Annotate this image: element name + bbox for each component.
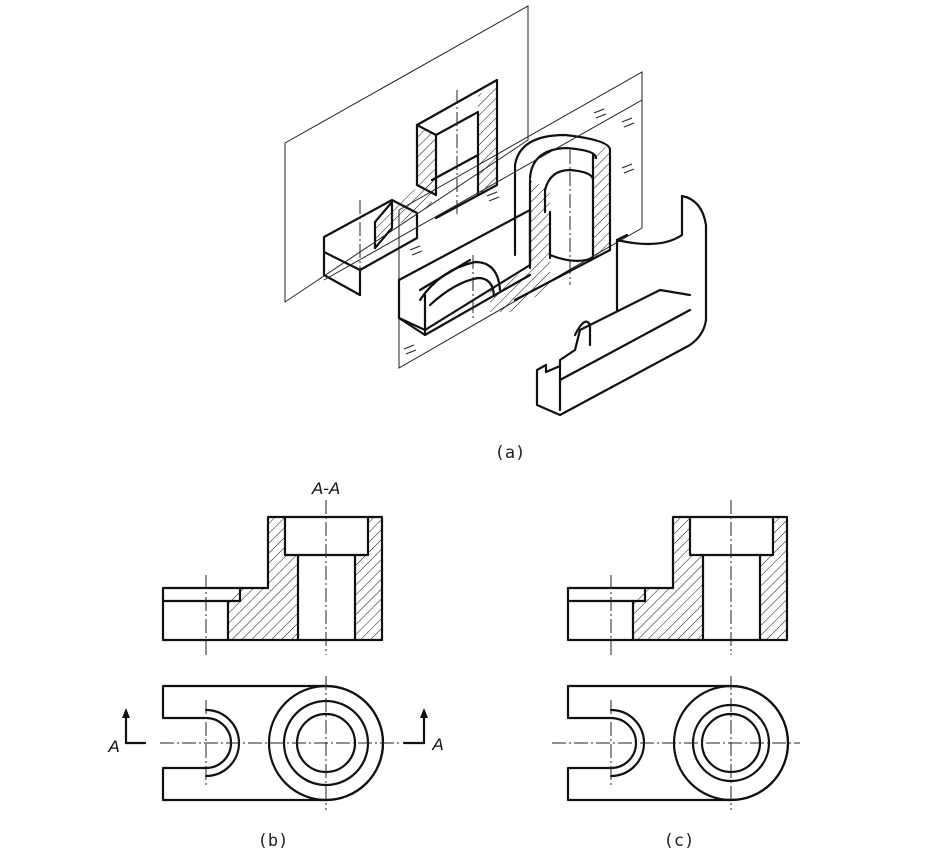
cut-label-right: A (431, 735, 443, 754)
cut-label-left: A (107, 737, 119, 756)
pictorial-centerlines (323, 90, 643, 320)
caption-c: (c) (664, 831, 695, 851)
plane-marks (403, 108, 635, 355)
top-view-c (552, 676, 800, 810)
cutting-plane-back (284, 5, 529, 303)
section-face-4 (490, 258, 550, 312)
pictorial-view-a: (a) (284, 5, 708, 463)
section-view-b (161, 500, 384, 655)
caption-b: (b) (258, 831, 289, 851)
section-face-3 (478, 85, 497, 195)
removed-piece (535, 194, 708, 417)
cut-marker-right: A (402, 708, 444, 754)
section-view-c (566, 500, 789, 655)
part-body (322, 78, 612, 337)
section-face-6 (593, 145, 610, 258)
cut-marker-left: A (107, 708, 147, 756)
section-face-5 (530, 180, 550, 268)
view-c: (c) (552, 500, 800, 851)
section-face-2 (417, 125, 436, 195)
section-title: A-A (311, 479, 340, 498)
caption-a: (a) (495, 443, 526, 463)
view-b: A-A (107, 479, 443, 851)
top-view-b (160, 676, 400, 810)
